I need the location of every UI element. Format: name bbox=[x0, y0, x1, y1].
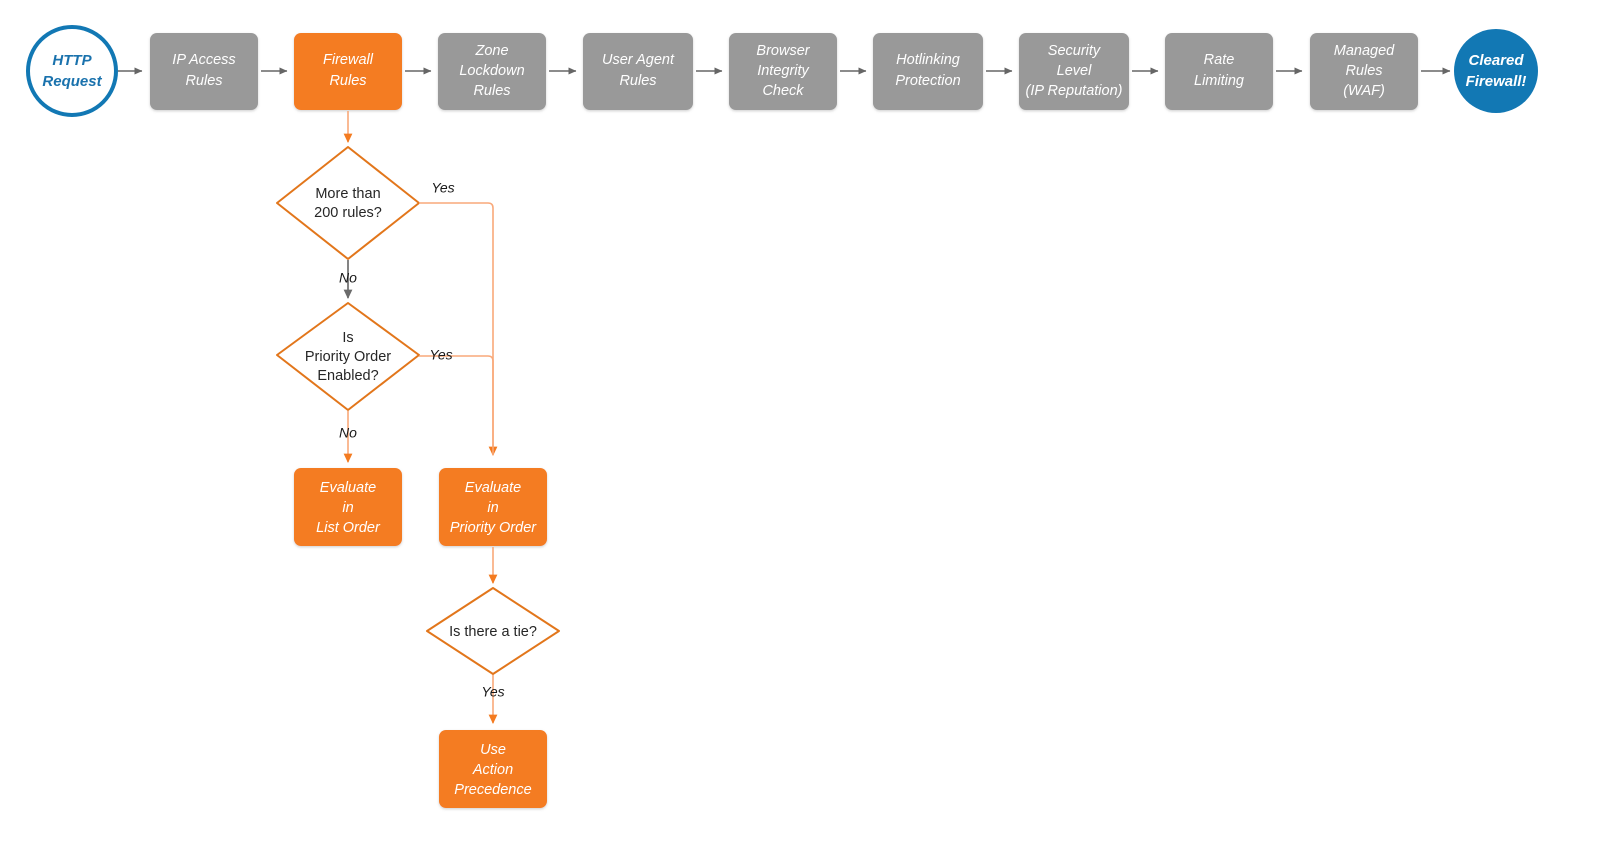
more-than-200-rules-diamond bbox=[276, 146, 420, 260]
node-rate-limiting[interactable]: Rate Limiting bbox=[1165, 33, 1273, 110]
browser-integrity-check-label-line-3: Check bbox=[762, 83, 804, 99]
evaluate-in-list-order-label-line-1: Evaluate bbox=[320, 480, 376, 496]
managed-rules-waf-label-line-1: Managed bbox=[1334, 43, 1395, 59]
evaluate-in-priority-order-label-line-1: Evaluate bbox=[465, 480, 521, 496]
decision-is-there-a-tie[interactable]: Is there a tie? bbox=[426, 587, 560, 675]
is-priority-order-enabled-label-line-2: Priority Order bbox=[305, 349, 391, 365]
cleared-firewall-label-line-1: Cleared bbox=[1468, 52, 1524, 69]
use-action-precedence-label-line-2: Action bbox=[472, 762, 513, 778]
is-priority-order-enabled-diamond bbox=[276, 302, 420, 411]
user-agent-rules-label-line-2: Rules bbox=[619, 73, 656, 89]
ip-access-rules-label-line-1: IP Access bbox=[172, 52, 235, 68]
node-firewall-rules[interactable]: Firewall Rules bbox=[294, 33, 402, 110]
zone-lockdown-rules-label-line-2: Lockdown bbox=[459, 63, 524, 79]
managed-rules-waf-label-line-2: Rules bbox=[1345, 63, 1382, 79]
connector-is-priority-order-enabled-yes bbox=[419, 355, 494, 455]
cleared-firewall-label-line-2: Firewall! bbox=[1466, 73, 1527, 90]
rate-limiting-box bbox=[1165, 33, 1273, 110]
rate-limiting-label-line-2: Limiting bbox=[1194, 73, 1244, 89]
managed-rules-waf-label-line-3: (WAF) bbox=[1343, 83, 1385, 99]
edge-label-is-priority-order-enabled-yes: Yes bbox=[429, 347, 452, 363]
more-than-200-rules-label-line-2: 200 rules? bbox=[314, 205, 382, 221]
node-hotlinking-protection[interactable]: Hotlinking Protection bbox=[873, 33, 983, 110]
evaluate-in-list-order-label-line-2: in bbox=[342, 500, 353, 516]
security-level-label-line-1: Security bbox=[1048, 43, 1101, 59]
security-level-label-line-2: Level bbox=[1057, 63, 1092, 79]
managed-rules-waf-box bbox=[1310, 33, 1418, 110]
hotlinking-protection-label-line-2: Protection bbox=[895, 73, 960, 89]
is-priority-order-enabled-label-line-3: Enabled? bbox=[317, 368, 378, 384]
decision-more-than-200-rules[interactable]: More than 200 rules? bbox=[276, 146, 420, 260]
hotlinking-protection-label-line-1: Hotlinking bbox=[896, 52, 960, 68]
edge-label-is-there-a-tie-yes: Yes bbox=[481, 684, 504, 700]
node-cleared-firewall[interactable]: Cleared Firewall! bbox=[1454, 29, 1538, 113]
browser-integrity-check-box bbox=[729, 33, 837, 110]
more-than-200-rules-label-line-1: More than bbox=[315, 186, 380, 202]
use-action-precedence-label-line-1: Use bbox=[480, 742, 506, 758]
user-agent-rules-label-line-1: User Agent bbox=[602, 52, 675, 68]
edge-label-is-priority-order-enabled-no: No bbox=[339, 425, 357, 441]
evaluate-in-priority-order-label-line-3: Priority Order bbox=[450, 520, 537, 536]
node-evaluate-in-priority-order[interactable]: Evaluate in Priority Order bbox=[439, 468, 547, 546]
zone-lockdown-rules-box bbox=[438, 33, 546, 110]
node-user-agent-rules[interactable]: User Agent Rules bbox=[583, 33, 693, 110]
node-security-level[interactable]: Security Level (IP Reputation) bbox=[1019, 33, 1129, 110]
evaluate-in-list-order-box bbox=[294, 468, 402, 546]
firewall-rules-box bbox=[294, 33, 402, 110]
user-agent-rules-box bbox=[583, 33, 693, 110]
firewall-rules-label-line-2: Rules bbox=[329, 73, 366, 89]
use-action-precedence-label-line-3: Precedence bbox=[454, 782, 531, 798]
is-priority-order-enabled-label-line-1: Is bbox=[342, 330, 353, 346]
security-level-label-line-3: (IP Reputation) bbox=[1026, 83, 1123, 99]
node-use-action-precedence[interactable]: Use Action Precedence bbox=[439, 730, 547, 808]
ip-access-rules-label-line-2: Rules bbox=[185, 73, 222, 89]
edge-label-more-than-200-rules-no: No bbox=[339, 270, 357, 286]
security-level-box bbox=[1019, 33, 1129, 110]
browser-integrity-check-label-line-2: Integrity bbox=[757, 63, 809, 79]
ip-access-rules-box bbox=[150, 33, 258, 110]
node-browser-integrity-check[interactable]: Browser Integrity Check bbox=[729, 33, 837, 110]
is-there-a-tie-diamond bbox=[426, 587, 560, 675]
node-ip-access-rules[interactable]: IP Access Rules bbox=[150, 33, 258, 110]
cleared-firewall-circle bbox=[1454, 29, 1538, 113]
browser-integrity-check-label-line-1: Browser bbox=[756, 43, 810, 59]
http-request-circle bbox=[26, 25, 118, 117]
evaluate-in-list-order-label-line-3: List Order bbox=[316, 520, 381, 536]
firewall-rules-label-line-1: Firewall bbox=[323, 52, 374, 68]
edge-label-more-than-200-rules-yes: Yes bbox=[431, 180, 454, 196]
node-evaluate-in-list-order[interactable]: Evaluate in List Order bbox=[294, 468, 402, 546]
decision-is-priority-order-enabled[interactable]: Is Priority Order Enabled? bbox=[276, 302, 420, 411]
use-action-precedence-box bbox=[439, 730, 547, 808]
zone-lockdown-rules-label-line-3: Rules bbox=[473, 83, 510, 99]
evaluate-in-priority-order-label-line-2: in bbox=[487, 500, 498, 516]
hotlinking-protection-box bbox=[873, 33, 983, 110]
zone-lockdown-rules-label-line-1: Zone bbox=[474, 43, 508, 59]
evaluate-in-priority-order-box bbox=[439, 468, 547, 546]
node-zone-lockdown-rules[interactable]: Zone Lockdown Rules bbox=[438, 33, 546, 110]
connector-more-than-200-rules-yes bbox=[419, 202, 498, 457]
node-managed-rules-waf[interactable]: Managed Rules (WAF) bbox=[1310, 33, 1418, 110]
is-there-a-tie-label-line-1: Is there a tie? bbox=[449, 624, 537, 640]
rate-limiting-label-line-1: Rate bbox=[1204, 52, 1235, 68]
